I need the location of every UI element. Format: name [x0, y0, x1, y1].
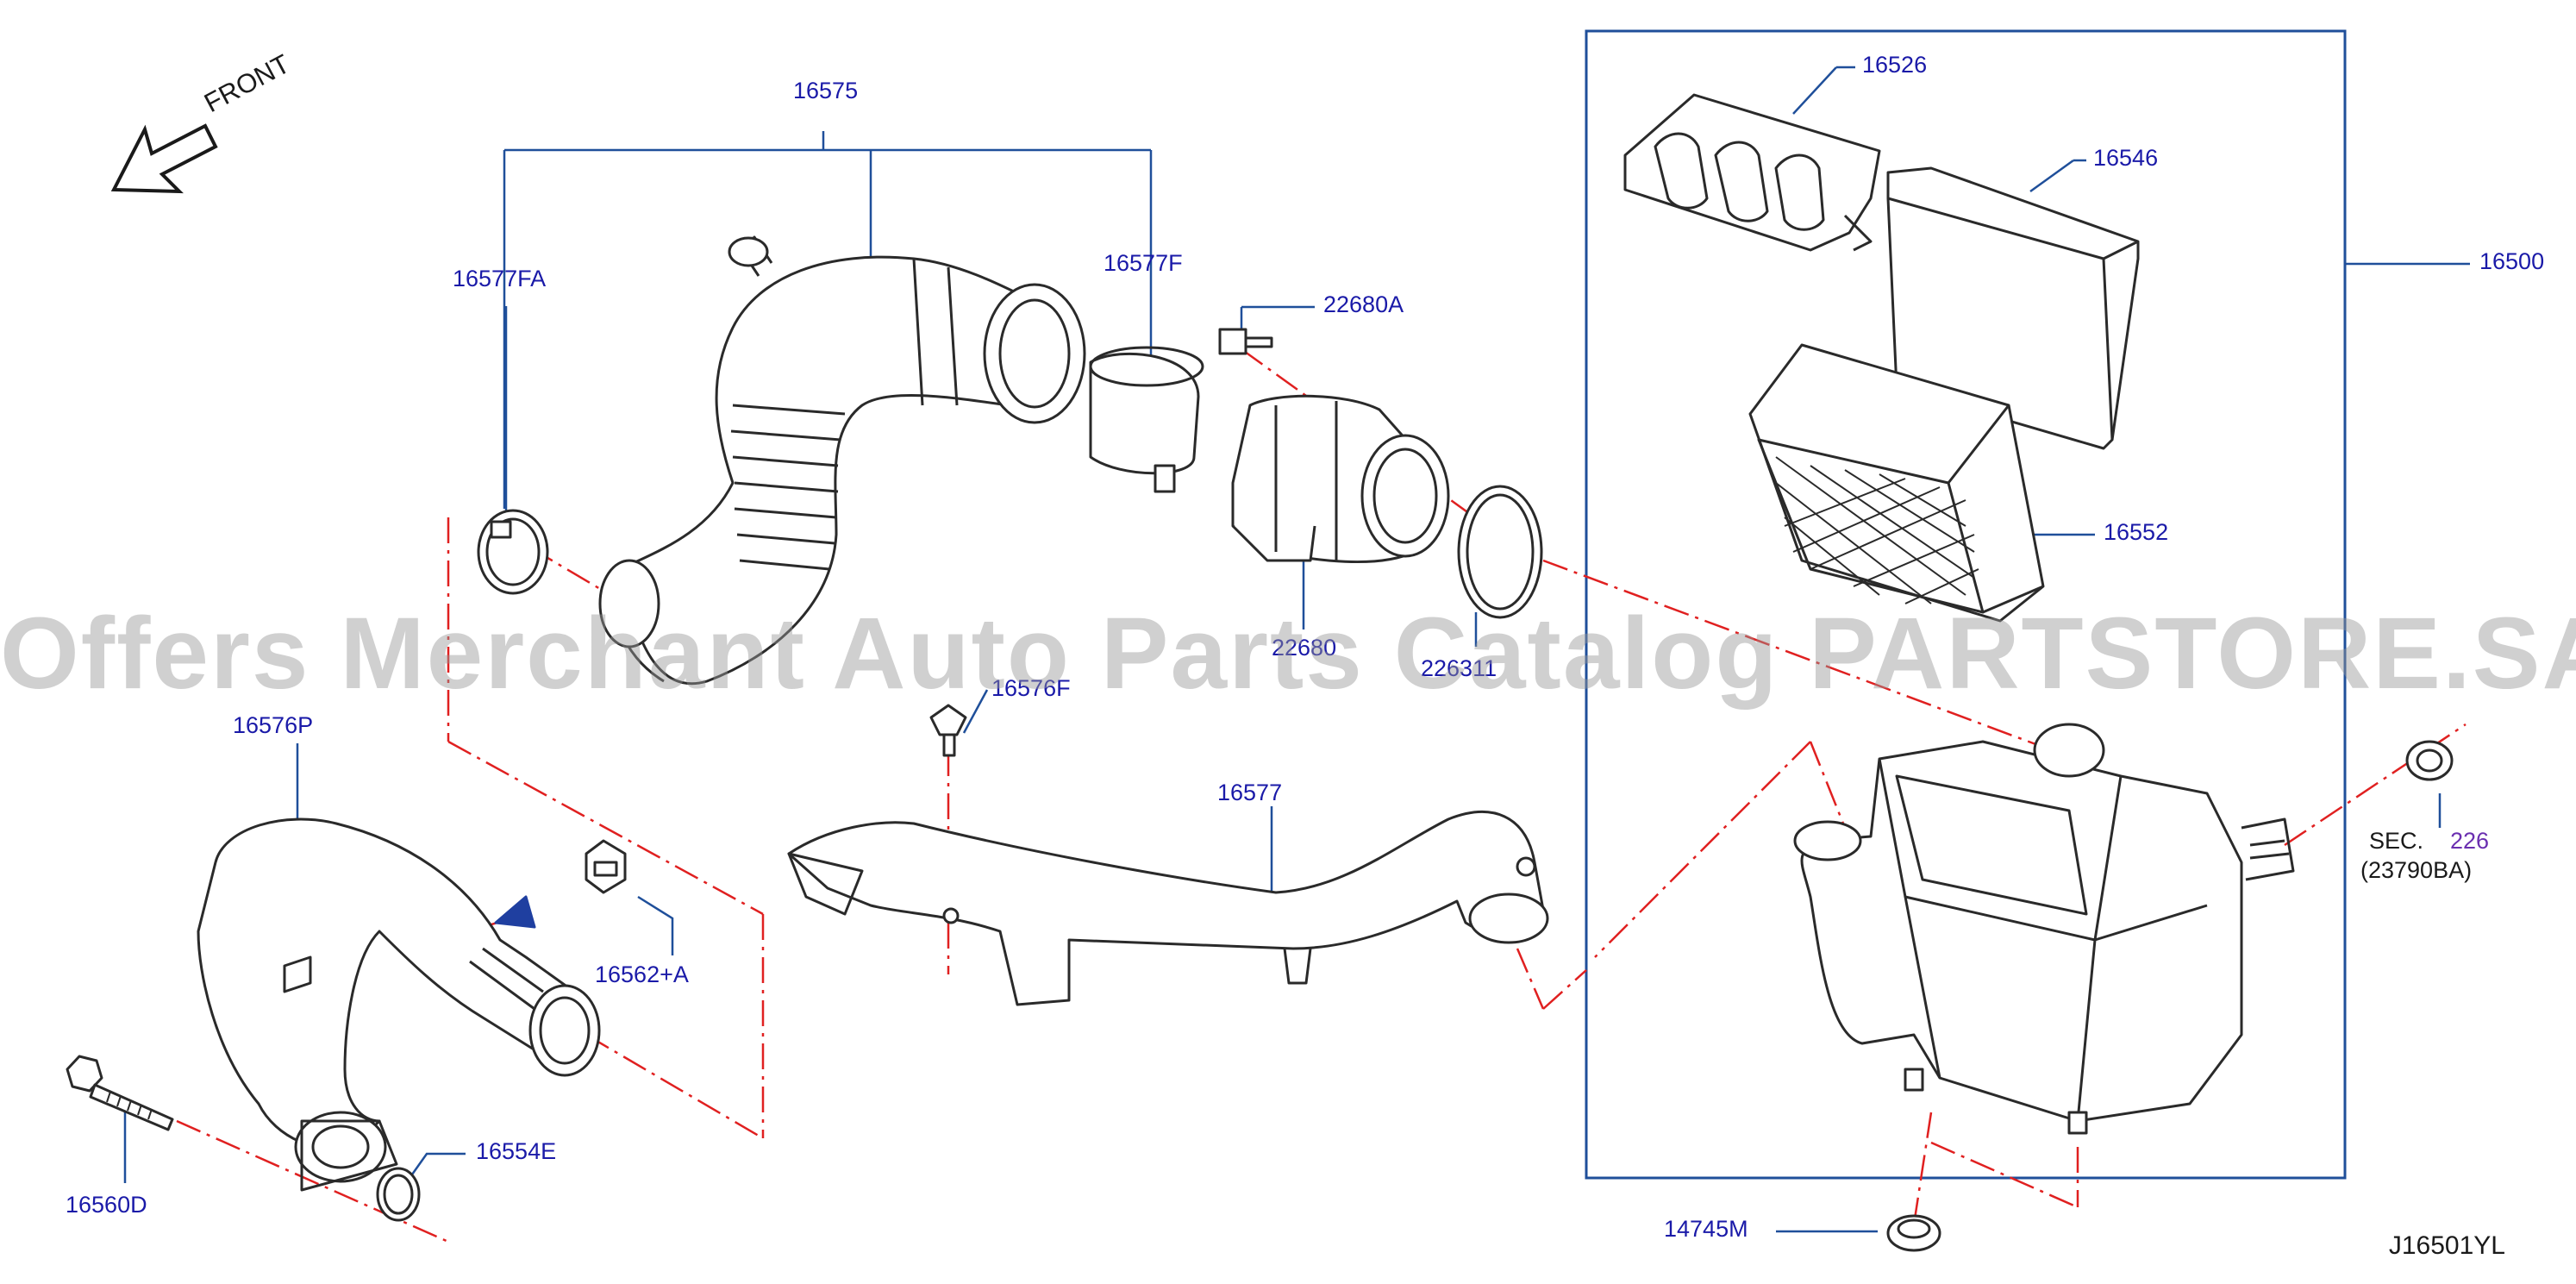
grommet-14745M	[1886, 1214, 1941, 1252]
part-label-16560D: 16560D	[66, 1192, 147, 1218]
part-label-22680: 22680	[1272, 635, 1337, 661]
inlet-duct-16576P	[197, 817, 601, 1192]
o-ring-226311	[1457, 485, 1543, 619]
part-label-16576P: 16576P	[233, 712, 314, 738]
bolt-22680A	[1218, 328, 1273, 355]
part-label-16577FA: 16577FA	[453, 266, 547, 291]
part-label-16562A: 16562+A	[595, 961, 689, 987]
part-label-16577F: 16577F	[1104, 250, 1183, 276]
part-label-22680A: 22680A	[1323, 291, 1404, 317]
part-label-16552: 16552	[2104, 519, 2169, 545]
air-filter-16552	[1748, 343, 2045, 623]
diagram-id: J16501YL	[2388, 1231, 2505, 1260]
part-label-16575: 16575	[793, 78, 859, 103]
filter-frame-16546	[1886, 166, 2140, 450]
part-label-226311: 226311	[1421, 655, 1497, 681]
part-label-16500: 16500	[2479, 248, 2545, 274]
part-label-14745M: 14745M	[1664, 1216, 1748, 1242]
air-cleaner-lower-16500	[1793, 723, 2295, 1135]
resonator-duct-16577	[787, 811, 1549, 1006]
watermark-text: Offers Merchant Auto Parts Catalog PARTS…	[0, 597, 2576, 711]
air-cleaner-assembly-box	[1585, 29, 2347, 1180]
grommet-sec-226	[2405, 740, 2454, 781]
part-label-16526: 16526	[1862, 52, 1928, 78]
section-label: SEC.	[2369, 828, 2424, 854]
bolt-16560D	[66, 1055, 174, 1131]
ring-16554E	[376, 1167, 421, 1222]
clamp-16577F	[1089, 346, 1204, 493]
arrow-marker-icon	[494, 895, 536, 929]
section-number: 226	[2450, 828, 2490, 854]
part-label-16546: 16546	[2093, 145, 2159, 171]
part-label-16577: 16577	[1217, 780, 1283, 805]
clamp-16577FA	[477, 509, 549, 595]
clip-16562A	[585, 839, 627, 894]
maf-sensor-22680	[1231, 394, 1450, 563]
front-arrow-icon	[110, 123, 218, 194]
part-label-16576F: 16576F	[991, 675, 1071, 701]
part-label-16554E: 16554E	[476, 1138, 557, 1164]
clip-16576F	[929, 704, 967, 757]
grille-16526	[1623, 93, 1881, 252]
section-part-number: (23790BA)	[2360, 857, 2473, 883]
intake-duct-16575	[598, 235, 1086, 686]
